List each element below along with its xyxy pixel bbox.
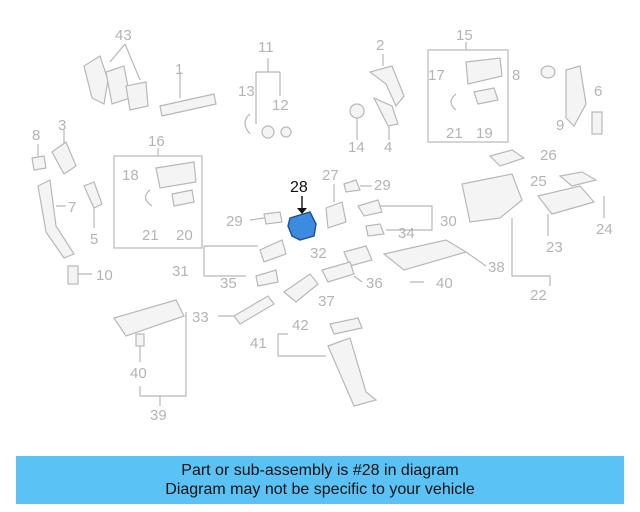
part-3 (51, 141, 77, 175)
part-dash-panel (461, 173, 523, 223)
info-banner: Part or sub-assembly is #28 in diagram D… (16, 456, 624, 504)
svg-text:34: 34 (398, 225, 415, 242)
part-29-left (263, 211, 283, 225)
part-23 (536, 185, 596, 215)
svg-text:27: 27 (322, 167, 339, 184)
svg-text:29: 29 (226, 213, 243, 230)
svg-text:18: 18 (122, 167, 139, 184)
part-12-clip (280, 126, 292, 138)
part-14 (349, 103, 365, 119)
svg-text:26: 26 (540, 147, 557, 164)
svg-text:8: 8 (512, 67, 520, 84)
svg-text:35: 35 (220, 275, 237, 292)
svg-text:19: 19 (476, 125, 493, 142)
svg-text:6: 6 (594, 83, 602, 100)
svg-text:5: 5 (90, 231, 98, 248)
svg-text:7: 7 (68, 199, 76, 216)
part-5 (83, 181, 103, 209)
svg-text:41: 41 (250, 335, 267, 352)
svg-text:42: 42 (292, 317, 309, 334)
part-36 (321, 261, 355, 283)
svg-text:13: 13 (238, 83, 255, 100)
part-42 (329, 317, 363, 335)
svg-text:1: 1 (175, 61, 183, 78)
part-group-43 (83, 43, 149, 111)
svg-text:24: 24 (596, 221, 613, 238)
svg-text:29: 29 (374, 177, 391, 194)
svg-text:40: 40 (436, 275, 453, 292)
svg-text:37: 37 (318, 293, 335, 310)
highlighted-callout-28: 28 (290, 179, 308, 196)
svg-text:8: 8 (32, 127, 40, 144)
part-4 (372, 96, 399, 127)
svg-text:10: 10 (96, 267, 113, 284)
svg-text:21: 21 (142, 227, 159, 244)
svg-text:31: 31 (172, 263, 189, 280)
svg-text:21: 21 (446, 125, 463, 142)
svg-text:40: 40 (130, 365, 147, 382)
svg-text:9: 9 (556, 117, 564, 134)
svg-text:16: 16 (148, 133, 165, 150)
part-38-lower (382, 239, 468, 271)
svg-text:32: 32 (310, 245, 327, 262)
svg-text:15: 15 (456, 27, 473, 44)
part-10 (67, 265, 79, 285)
svg-text:30: 30 (440, 213, 457, 230)
part-1 (159, 93, 217, 117)
part-29-top (343, 179, 361, 193)
part-25 (558, 171, 598, 187)
svg-text:22: 22 (530, 287, 547, 304)
banner-line-1: Part or sub-assembly is #28 in diagram (181, 462, 459, 479)
svg-text:36: 36 (366, 275, 383, 292)
svg-text:38: 38 (488, 259, 505, 276)
part-28-highlighted (287, 211, 317, 241)
svg-text:25: 25 (530, 173, 547, 190)
svg-text:14: 14 (348, 139, 365, 156)
part-7 (37, 179, 75, 259)
part-26 (488, 149, 526, 167)
part-37 (283, 273, 319, 303)
svg-text:33: 33 (192, 309, 209, 326)
part-32 (343, 245, 373, 267)
svg-text:2: 2 (376, 37, 384, 54)
svg-text:39: 39 (150, 407, 167, 424)
svg-text:20: 20 (176, 227, 193, 244)
part-31 (259, 239, 287, 263)
part-39 (113, 299, 185, 337)
svg-text:43: 43 (115, 27, 132, 44)
part-8-left (31, 155, 47, 171)
svg-text:17: 17 (428, 67, 445, 84)
svg-text:4: 4 (384, 139, 392, 156)
box-15 (427, 49, 509, 143)
part-33 (233, 295, 275, 325)
svg-text:23: 23 (546, 239, 563, 256)
part-13-clip (261, 125, 275, 139)
parts-diagram: 43 1 11 13 12 2 15 17 21 19 8 6 9 8 3 16… (31, 27, 613, 424)
part-35 (255, 269, 279, 287)
part-41 (327, 337, 378, 407)
part-2 (368, 65, 405, 108)
banner-line-2: Diagram may not be specific to your vehi… (165, 481, 475, 498)
svg-text:3: 3 (58, 117, 66, 134)
svg-text:11: 11 (258, 39, 274, 56)
part-8-right (540, 65, 556, 79)
part-6 (565, 65, 587, 127)
svg-text:12: 12 (272, 97, 289, 114)
part-9 (591, 111, 603, 135)
part-27 (325, 201, 347, 229)
